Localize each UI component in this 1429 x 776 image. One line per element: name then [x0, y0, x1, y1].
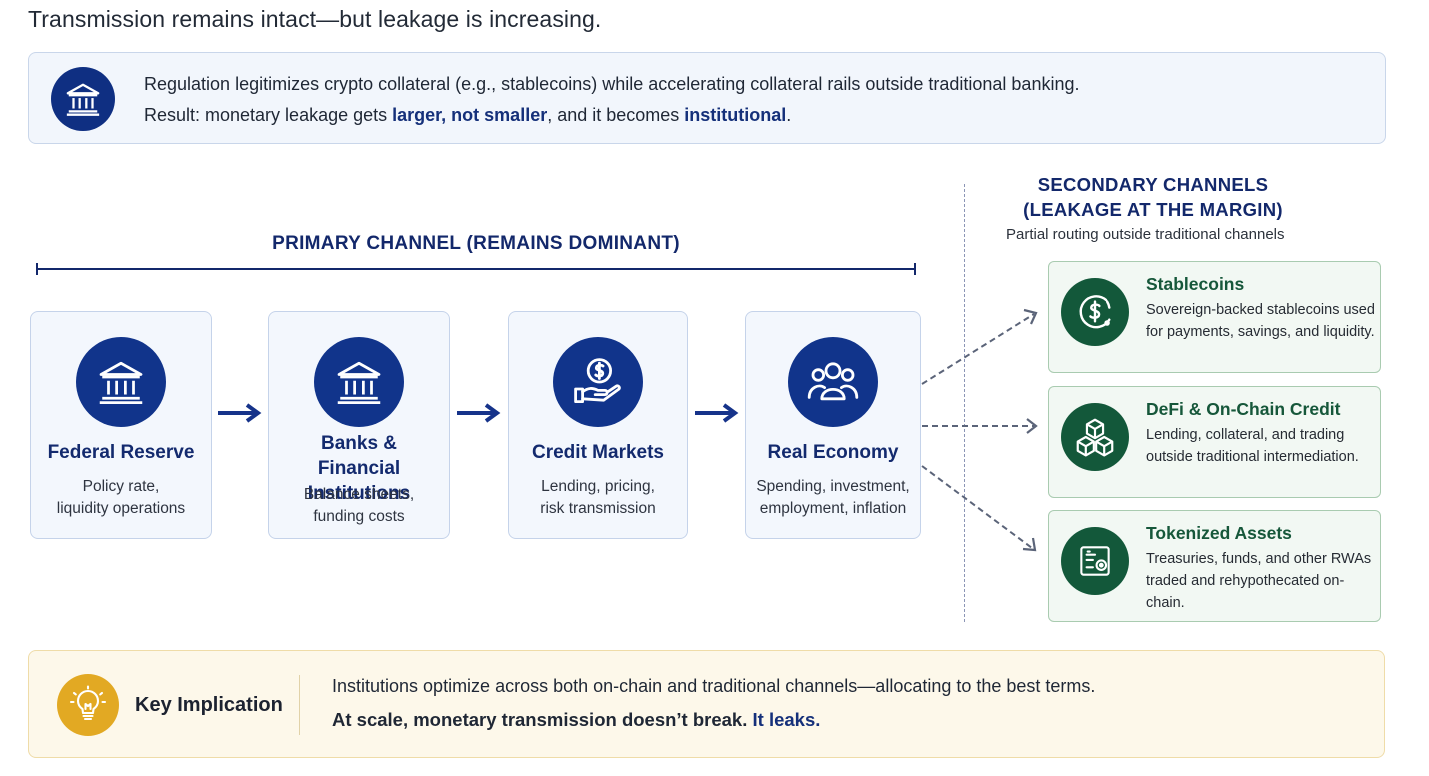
channel-stablecoins: Stablecoins Sovereign-backed stablecoins… — [1048, 261, 1381, 373]
hand-dollar-icon — [553, 337, 643, 427]
channel-defi: DeFi & On-Chain Credit Lending, collater… — [1048, 386, 1381, 498]
step-name: Federal Reserve — [47, 442, 195, 463]
people-icon — [788, 337, 878, 427]
implication-highlight: It leaks. — [752, 709, 821, 730]
step-desc-line-1: Policy rate, — [82, 478, 160, 495]
cubes-icon — [1061, 403, 1129, 471]
banner-emphasis-larger: larger, not smaller — [392, 105, 548, 125]
channel-desc: Treasuries, funds, and other RWAs traded… — [1146, 551, 1372, 611]
banner-line-2: Result: monetary leakage gets larger, no… — [144, 105, 792, 125]
channel-desc: Lending, collateral, and trading outside… — [1146, 427, 1359, 465]
step-desc-line-2: employment, inflation — [759, 500, 907, 517]
step-banks: Banks & Financial Institutions Balance s… — [268, 311, 450, 539]
page-title: Transmission remains intact—but leakage … — [28, 6, 602, 32]
step-name: Real Economy — [767, 442, 899, 463]
key-implication-panel: Key Implication Institutions optimize ac… — [28, 650, 1385, 758]
secondary-channels-title: SECONDARY CHANNELS (LEAKAGE AT THE MARGI… — [1023, 174, 1283, 220]
banner-emphasis-institutional: institutional — [684, 105, 787, 125]
step-federal-reserve: Federal Reserve Policy rate, liquidity o… — [30, 311, 212, 539]
primary-channel-title: PRIMARY CHANNEL (REMAINS DOMINANT) — [272, 233, 680, 254]
step-desc-line-2: funding costs — [313, 508, 405, 525]
primary-channel-bracket — [36, 263, 916, 275]
step-real-economy: Real Economy Spending, investment, emplo… — [745, 311, 921, 539]
bank-icon — [51, 67, 115, 131]
channel-title: Tokenized Assets — [1146, 523, 1292, 543]
step-credit-markets: Credit Markets Lending, pricing, risk tr… — [508, 311, 688, 539]
step-name: Credit Markets — [532, 442, 664, 463]
step-desc-line-1: Spending, investment, — [756, 478, 910, 495]
channel-title: DeFi & On-Chain Credit — [1146, 399, 1341, 419]
info-banner: Regulation legitimizes crypto collateral… — [28, 52, 1386, 144]
step-desc-line-1: Balance sheets, — [303, 486, 415, 503]
token-certificate-icon — [1061, 527, 1129, 595]
channel-divider — [964, 184, 965, 622]
lightbulb-icon — [57, 674, 119, 736]
step-name-line-1: Banks & — [320, 433, 398, 454]
dollar-coin-icon — [1061, 278, 1129, 346]
step-desc-line-2: risk transmission — [540, 500, 656, 517]
banner-line-1: Regulation legitimizes crypto collateral… — [144, 74, 1080, 94]
channel-desc: Sovereign-backed stablecoins used for pa… — [1146, 302, 1375, 340]
channel-tokenized-assets: Tokenized Assets Treasuries, funds, and … — [1048, 510, 1381, 622]
channel-title: Stablecoins — [1146, 274, 1245, 294]
implication-line-1: Institutions optimize across both on-cha… — [332, 676, 1096, 696]
bank-icon — [76, 337, 166, 427]
flow-arrow-right-icon — [695, 403, 739, 423]
leakage-arrows — [921, 308, 1038, 552]
implication-line-2: At scale, monetary transmission doesn’t … — [332, 709, 821, 730]
step-name-line-2: Financial Institutions — [307, 458, 411, 504]
flow-arrow-right-icon — [457, 403, 501, 423]
step-desc-line-1: Lending, pricing, — [541, 478, 655, 495]
step-desc-line-2: liquidity operations — [56, 500, 186, 517]
flow-arrow-right-icon — [218, 403, 262, 423]
secondary-channels-subtitle: Partial routing outside traditional chan… — [1006, 226, 1285, 243]
separator — [299, 675, 300, 735]
key-implication-label: Key Implication — [135, 694, 283, 716]
bank-icon — [314, 337, 404, 427]
